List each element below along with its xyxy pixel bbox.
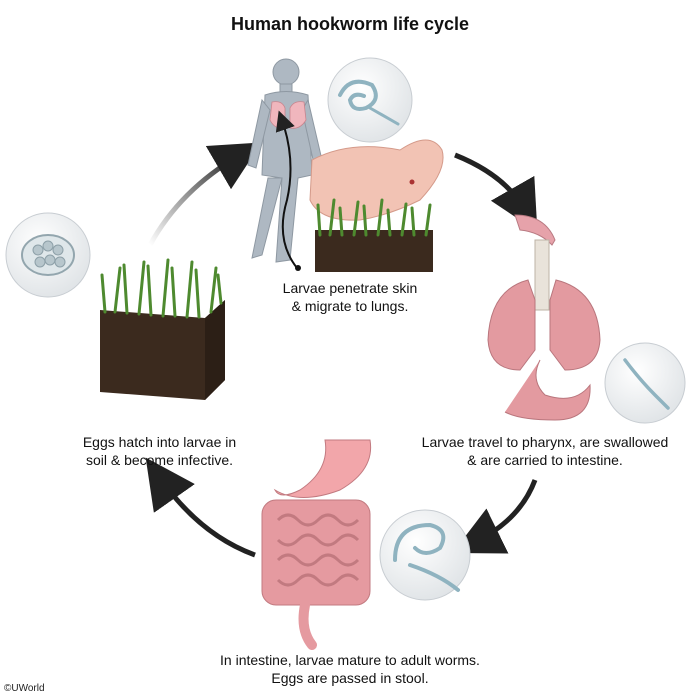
caption-line: Eggs are passed in stool. (271, 670, 429, 686)
intestine-icon (261, 439, 372, 650)
caption-skin-penetration: Larvae penetrate skin & migrate to lungs… (250, 279, 450, 315)
migration-path (275, 110, 298, 269)
caption-line: In intestine, larvae mature to adult wor… (220, 652, 480, 668)
caption-line: & are carried to intestine. (467, 452, 623, 468)
caption-line: Larvae penetrate skin (282, 280, 418, 296)
copyright-notice: ©UWorld (4, 683, 45, 694)
arrow-skin-to-lungs (454, 152, 538, 232)
grass-block-skin (315, 198, 433, 272)
larva-magnified-icon-skin (327, 57, 413, 143)
arrow-lungs-to-intestine (452, 479, 538, 554)
soil-grass-icon (100, 258, 225, 400)
arrow-soil-to-skin (147, 142, 262, 247)
arrow-intestine-to-soil (145, 457, 256, 558)
caption-line: soil & become infective. (85, 452, 234, 468)
caption-pharynx-swallowed: Larvae travel to pharynx, are swallowed … (395, 433, 695, 469)
egg-magnified-icon (5, 212, 91, 298)
lungs-pharynx-icon (487, 214, 601, 421)
foot-icon (309, 139, 444, 221)
caption-eggs-hatch: Eggs hatch into larvae in soil & become … (52, 433, 267, 469)
caption-line: Larvae travel to pharynx, are swallowed (421, 434, 669, 450)
larva-magnified-icon-intestine (379, 509, 471, 601)
caption-line: Eggs hatch into larvae in (82, 434, 237, 450)
larva-magnified-icon-lungs (604, 342, 686, 424)
caption-line: & migrate to lungs. (291, 298, 409, 314)
human-figure-icon (247, 58, 323, 263)
caption-intestine-adult-worms: In intestine, larvae mature to adult wor… (190, 651, 510, 687)
diagram-title: Human hookworm life cycle (230, 14, 470, 34)
